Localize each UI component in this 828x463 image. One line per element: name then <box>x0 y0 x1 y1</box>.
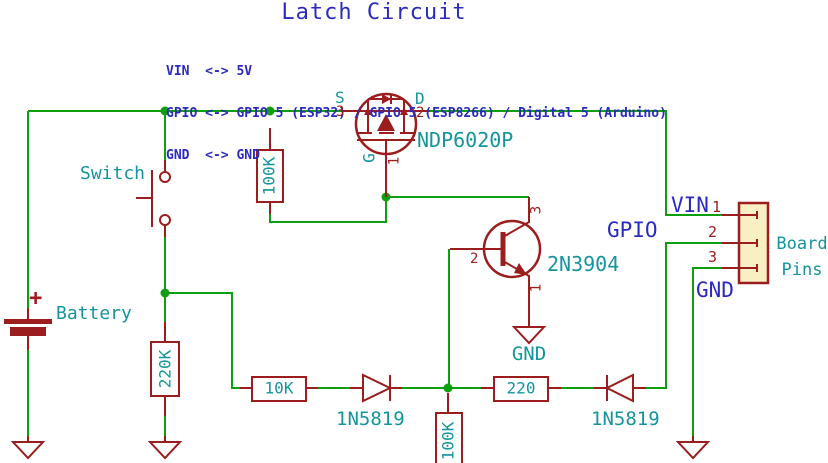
resistor-pullup-value: 100K <box>259 156 279 196</box>
resistor-gpio-series-value: 220 <box>506 378 536 398</box>
transistor-gnd-label: GND <box>511 343 547 365</box>
connector-pin-3-number: 3 <box>708 248 718 266</box>
connector-pin-1-number: 1 <box>712 198 722 216</box>
wires <box>27 110 722 436</box>
net-label-gpio: GPIO <box>607 218 658 242</box>
resistor-base-pulldown-value: 100K <box>438 421 458 461</box>
connector-label: Board Pins <box>776 234 828 280</box>
transistor-pin-base-number: 2 <box>470 251 479 267</box>
transistor-pin-emitter-number: 1 <box>528 283 545 293</box>
mosfet-pin-drain-name: D <box>415 89 425 108</box>
battery-plus-sign: + <box>29 286 43 311</box>
gnd-symbols <box>10 326 711 460</box>
diode-d2-label: 1N5819 <box>591 408 660 430</box>
mosfet-pin-source-name: S <box>335 88 345 107</box>
transistor-part-label: 2N3904 <box>547 252 620 276</box>
note-line-vin: VIN <-> 5V <box>166 64 253 79</box>
battery-label: Battery <box>56 303 132 324</box>
battery-symbol <box>4 308 52 350</box>
diode-symbols <box>350 373 646 403</box>
mosfet-part-label: NDP6020P <box>417 128 514 152</box>
transistor-symbol <box>450 197 542 327</box>
transistor-pin-collector-number: 3 <box>528 205 545 215</box>
resistor-switch-pulldown-value: 220K <box>155 349 175 389</box>
resistor-base-series-value: 10K <box>264 378 294 398</box>
note-line-gnd: GND <-> GND <box>166 148 260 163</box>
note-line-gpio: GPIO <-> GPIO 5 (ESP32) / GPIO 5 (ESP826… <box>166 106 667 121</box>
switch-label: Switch <box>80 163 146 184</box>
mosfet-pin-source-number: 3 <box>336 104 345 120</box>
board-pins-connector <box>722 201 770 285</box>
schematic-title: Latch Circuit <box>281 0 467 25</box>
mosfet-pin-drain-number: 2 <box>416 105 425 121</box>
junction-dots <box>160 106 453 393</box>
diode-d1-label: 1N5819 <box>336 408 405 430</box>
mosfet-pin-gate-name: G <box>359 153 379 163</box>
net-label-vin: VIN <box>671 193 709 217</box>
mosfet-symbol <box>342 92 430 197</box>
net-label-gnd: GND <box>696 278 734 302</box>
switch-symbol <box>136 160 171 237</box>
pin-mapping-notes: VIN <-> 5V GPIO <-> GPIO 5 (ESP32) / GPI… <box>166 37 667 191</box>
resistor-symbols <box>150 128 561 463</box>
mosfet-pin-gate-number: 1 <box>386 156 403 166</box>
connector-pin-2-number: 2 <box>708 223 718 241</box>
